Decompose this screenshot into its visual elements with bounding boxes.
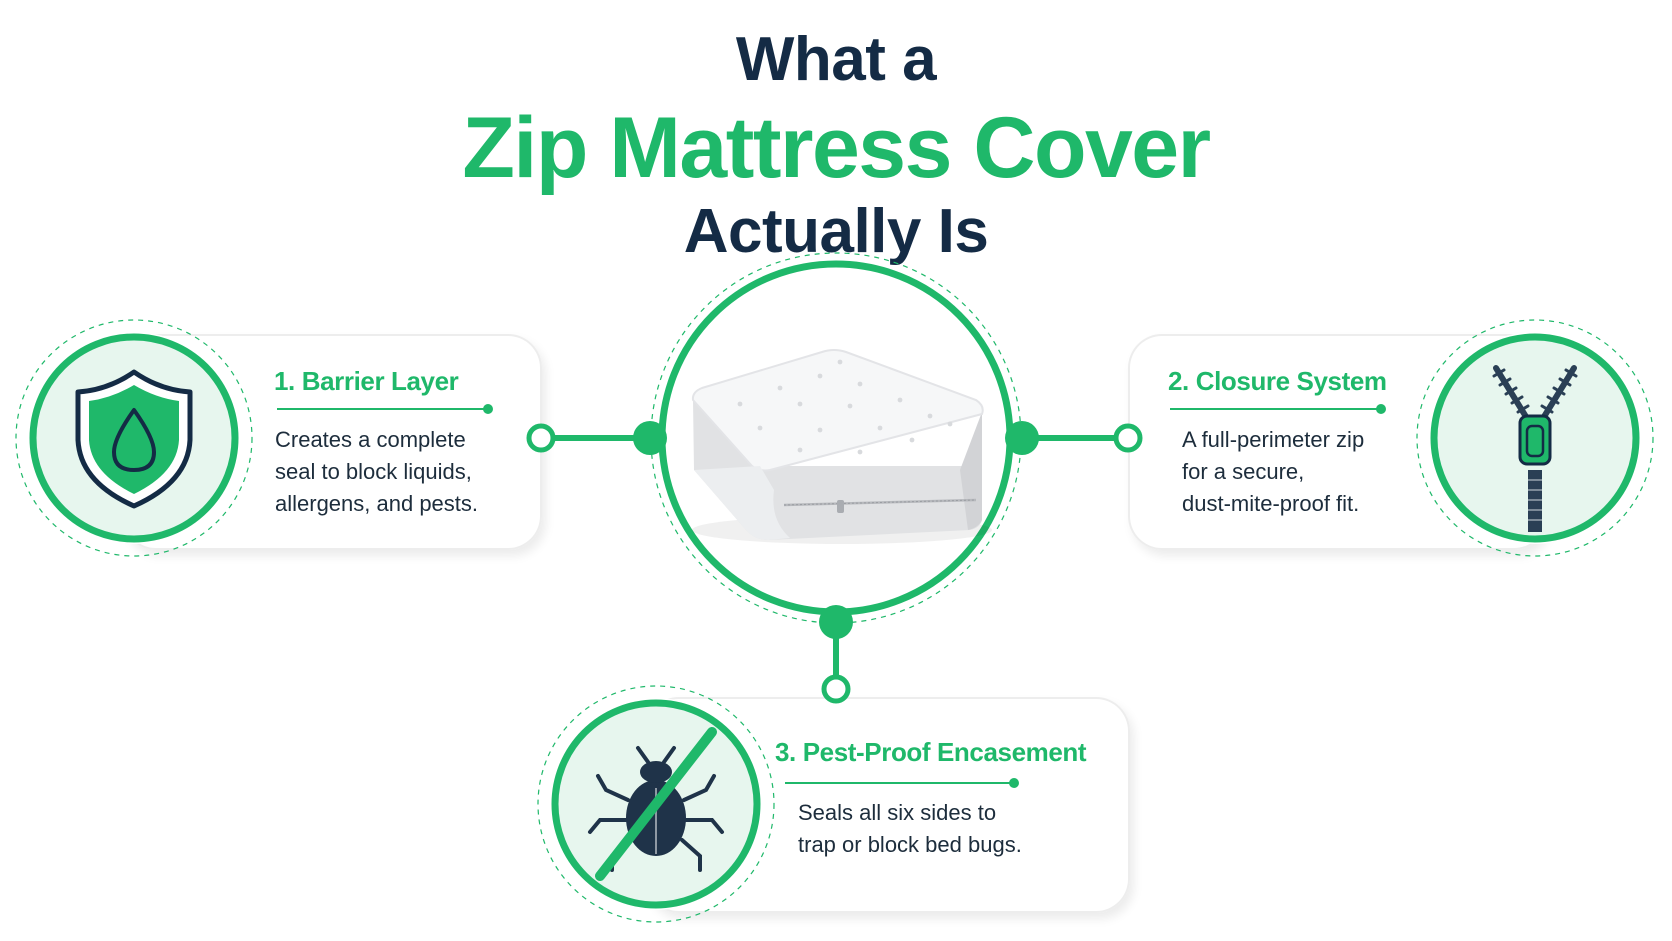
feature-title: 3. Pest-Proof Encasement bbox=[775, 737, 1087, 767]
feature-description: Creates a complete seal to block liquids… bbox=[275, 424, 478, 520]
connector-node-right bbox=[1005, 421, 1039, 455]
feature-title-rule bbox=[277, 404, 493, 414]
feature-title-rule bbox=[785, 778, 1019, 788]
feature-title: 1. Barrier Layer bbox=[274, 366, 459, 396]
description-line: for a secure, bbox=[1182, 459, 1305, 484]
description-line: seal to block liquids, bbox=[275, 459, 472, 484]
mattress-with-zipper-image bbox=[691, 349, 992, 544]
connector-node-left bbox=[633, 421, 667, 455]
shield-droplet-icon bbox=[15, 319, 253, 557]
feature-title: 2. Closure System bbox=[1168, 366, 1387, 396]
feature-title-rule bbox=[1170, 404, 1386, 414]
connector-end-left bbox=[526, 423, 556, 453]
title-block: What a Zip Mattress Cover Actually Is bbox=[0, 24, 1672, 268]
description-line: Creates a complete bbox=[275, 427, 466, 452]
no-bug-icon bbox=[537, 685, 775, 923]
feature-description: Seals all six sides to trap or block bed… bbox=[798, 797, 1022, 861]
connector-end-bottom bbox=[821, 674, 851, 704]
connector-end-right bbox=[1113, 423, 1143, 453]
description-line: dust-mite-proof fit. bbox=[1182, 491, 1360, 516]
description-line: Seals all six sides to bbox=[798, 800, 997, 825]
description-line: A full-perimeter zip bbox=[1182, 427, 1365, 452]
description-line: trap or block bed bugs. bbox=[798, 832, 1022, 857]
connector-nodes bbox=[526, 421, 1143, 704]
description-line: allergens, and pests. bbox=[275, 491, 479, 516]
feature-description: A full-perimeter zip for a secure, dust-… bbox=[1182, 424, 1364, 520]
title-line-1: What a bbox=[735, 25, 937, 94]
connector-node-bottom bbox=[819, 605, 853, 639]
zipper-icon bbox=[1416, 319, 1654, 557]
title-line-3: Actually Is bbox=[683, 197, 989, 266]
title-line-2: Zip Mattress Cover bbox=[462, 100, 1211, 196]
